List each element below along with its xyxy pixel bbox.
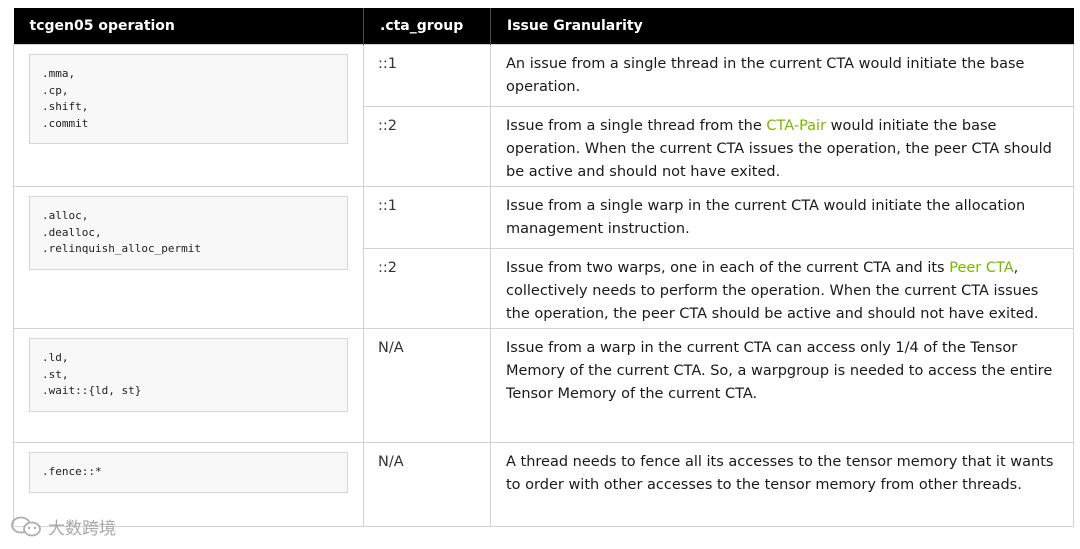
cta-group-cell: ::2: [363, 248, 491, 329]
granularity-cell: Issue from a single thread from the CTA-…: [490, 106, 1074, 187]
header-cta-group: .cta_group: [363, 8, 491, 45]
code-line: .shift,: [42, 100, 89, 113]
table-row: ::2 Issue from two warps, one in each of …: [14, 248, 1074, 329]
code-block: .fence::*: [29, 452, 348, 493]
code-block: .alloc, .dealloc, .relinquish_alloc_permit: [29, 196, 348, 270]
cta-group-cell: ::1: [363, 44, 491, 107]
cta-group-cell: N/A: [363, 328, 491, 443]
code-line: .ld,: [42, 351, 69, 364]
operation-cell: .fence::*: [13, 442, 364, 527]
watermark-text: 大数跨境: [48, 519, 116, 539]
description-text: would initiate the base operation. When …: [506, 118, 1052, 180]
wechat-logo-icon: [11, 516, 41, 536]
granularity-cell: Issue from two warps, one in each of the…: [490, 248, 1074, 329]
watermark: 大数跨境: [10, 514, 116, 539]
operation-cell: .ld,.st,.wait::{ld, st}: [13, 328, 364, 443]
description-text: Issue from two warps, one in each of the…: [506, 260, 950, 276]
header-operation: tcgen05 operation: [13, 8, 364, 45]
operation-cell: .alloc, .dealloc, .relinquish_alloc_permit: [13, 186, 364, 329]
doc-link[interactable]: CTA-Pair: [766, 118, 827, 134]
table-row: .fence::* N/A A thread needs to fence all …: [13, 442, 1074, 527]
header-issue-granularity: Issue Granularity: [490, 8, 1074, 45]
code-line: .wait::{ld, st}: [42, 384, 142, 397]
code-line: .fence::*: [42, 465, 102, 478]
code-block: .mma, .cp, .shift, .commit: [29, 54, 348, 144]
code-line: .mma,: [42, 67, 76, 80]
granularity-cell: A thread needs to fence all its accesses…: [490, 442, 1074, 527]
operations-table: tcgen05 operation .cta_group Issue Granu…: [13, 8, 1074, 527]
granularity-cell: Issue from a warp in the current CTA can…: [490, 328, 1074, 443]
code-line: .st,: [42, 367, 69, 381]
operation-cell: .mma, .cp, .shift, .commit: [13, 44, 364, 187]
table-row: .mma,.cp,.shift,.commit::1 An issue from …: [13, 44, 1074, 187]
description-text: Issue from a single warp in the current …: [506, 198, 1026, 237]
code-line: .dealloc,: [42, 225, 102, 239]
cta-group-cell: ::1: [363, 186, 491, 249]
code-line: .relinquish_alloc_permit: [42, 242, 201, 255]
description-text: A thread needs to fence all its accesses…: [506, 454, 1054, 493]
cta-group-cell: ::2: [363, 106, 491, 187]
description-text: Issue from a warp in the current CTA can…: [506, 340, 1053, 402]
granularity-cell: Issue from a single warp in the current …: [490, 186, 1074, 249]
code-line: .commit: [42, 116, 89, 130]
description-text: Issue from a single thread from the: [506, 118, 767, 134]
granularity-cell: An issue from a single thread in the cur…: [490, 44, 1074, 107]
code-block: .ld,.st,.wait::{ld, st}: [29, 338, 348, 412]
table-row: .alloc, .dealloc, .relinquish_alloc_permit…: [13, 186, 1074, 329]
table-header-row: tcgen05 operation .cta_group Issue Granu…: [13, 8, 1074, 45]
cta-group-cell: N/A: [363, 442, 491, 527]
description-text: An issue from a single thread in the cur…: [506, 56, 1025, 95]
doc-link[interactable]: Peer CTA: [949, 260, 1014, 276]
code-line: .cp,: [42, 83, 69, 97]
code-line: .alloc,: [42, 209, 89, 222]
description-text: , collectively needs to perform the oper…: [506, 260, 1039, 322]
